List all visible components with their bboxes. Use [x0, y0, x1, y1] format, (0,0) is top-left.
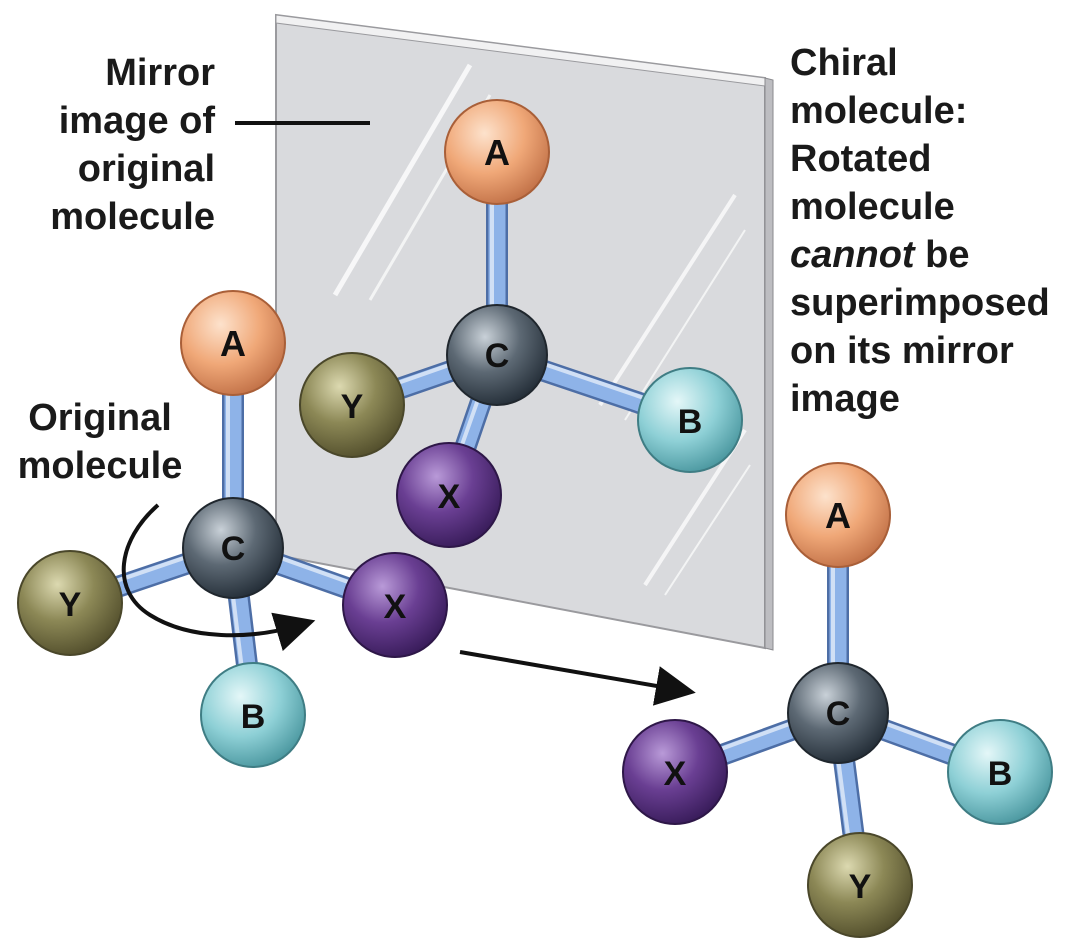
mirror-atom-c — [446, 304, 548, 406]
mirror-atom-x — [396, 442, 502, 548]
original-atom-x — [342, 552, 448, 658]
chiral-label-line3: Rotated — [790, 138, 931, 180]
original-label-line1: Original — [28, 397, 172, 439]
rotated-atom-b-label: B — [988, 755, 1013, 793]
mirror-atom-b — [637, 367, 743, 473]
original-atom-c — [182, 497, 284, 599]
original-label: Original molecule — [18, 397, 183, 487]
original-atom-a — [180, 290, 286, 396]
chiral-label-line7: on its mirror — [790, 330, 1014, 372]
original-atom-c-label: C — [221, 530, 246, 568]
mirror-image-label-line1: Mirror — [105, 52, 215, 94]
mirror-atom-a — [444, 99, 550, 205]
mirror-atom-y — [299, 352, 405, 458]
rotated-atom-y-label: Y — [849, 868, 872, 906]
chiral-label: Chiral molecule: Rotated molecule cannot… — [790, 42, 1050, 420]
mirror-atom-y-label: Y — [341, 388, 364, 426]
mirror-atom-b-label: B — [678, 403, 703, 441]
rotated-atom-a-label: A — [825, 495, 851, 536]
mirror-atom-x-label: X — [438, 478, 461, 516]
mirror-image-label-line3: original — [78, 148, 215, 190]
mirror-image-label: Mirror image of original molecule — [50, 52, 215, 238]
original-atom-b — [200, 662, 306, 768]
rotated-atom-x-label: X — [664, 755, 687, 793]
chiral-label-line4: molecule — [790, 186, 955, 228]
transform-arrow — [459, 650, 696, 706]
original-atom-y-label: Y — [59, 586, 82, 624]
mirror-image-label-line4: molecule — [50, 196, 215, 238]
rotation-arrow — [121, 503, 316, 652]
chiral-label-be: be — [915, 234, 970, 276]
chiral-label-cannot: cannot — [790, 234, 916, 276]
chiral-label-line2: molecule: — [790, 90, 967, 132]
original-atom-b-label: B — [241, 698, 266, 736]
rotated-atom-a — [785, 462, 891, 568]
mirror-image-label-line2: image of — [59, 100, 216, 142]
rotated-atom-c — [787, 662, 889, 764]
original-label-line2: molecule — [18, 445, 183, 487]
mirror-molecule: A C Y X B — [299, 99, 743, 548]
rotated-atom-c-label: C — [826, 695, 851, 733]
rotated-atom-b — [947, 719, 1053, 825]
original-atom-a-label: A — [220, 323, 246, 364]
chiral-label-line8: image — [790, 378, 900, 420]
rotated-molecule: A C X B Y — [622, 462, 1053, 938]
chiral-label-line6: superimposed — [790, 282, 1050, 324]
original-molecule: A C Y X B — [17, 290, 448, 768]
mirror-atom-a-label: A — [484, 132, 510, 173]
rotated-atom-y — [807, 832, 913, 938]
original-atom-y — [17, 550, 123, 656]
original-atom-x-label: X — [384, 588, 407, 626]
chiral-label-line1: Chiral — [790, 42, 898, 84]
mirror-atom-c-label: C — [485, 337, 510, 375]
chiral-label-line5: cannot be — [790, 234, 969, 276]
rotated-atom-x — [622, 719, 728, 825]
